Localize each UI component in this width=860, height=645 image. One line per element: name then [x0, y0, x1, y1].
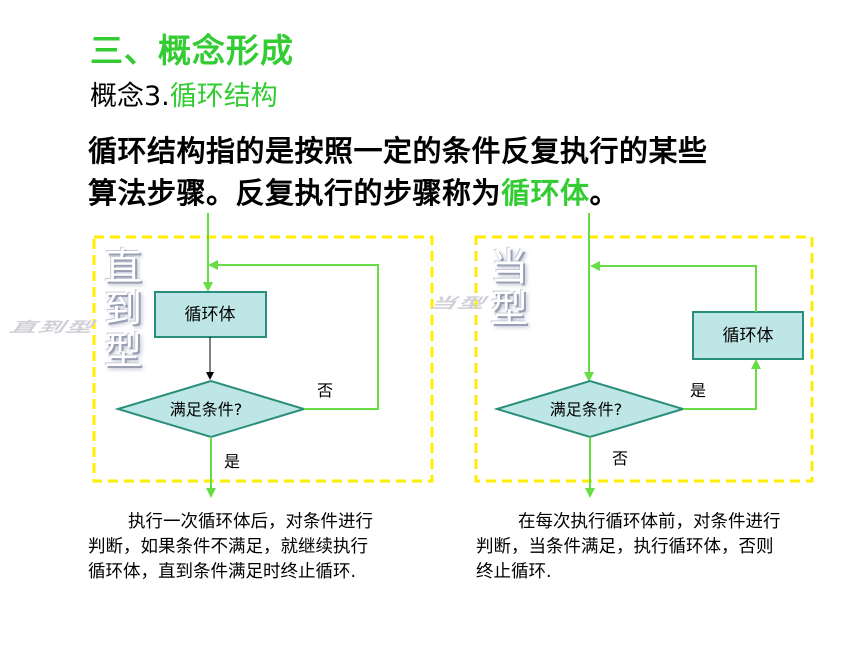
until-yes-label: 是 [224, 452, 240, 471]
intro-line-2-prefix: 算法步骤。反复执行的步骤称为 [88, 176, 502, 210]
concept-name: 循环结构 [169, 81, 278, 112]
while-no-label: 否 [612, 449, 628, 468]
intro-line-1: 循环结构指的是按照一定的条件反复执行的某些 [88, 134, 708, 168]
section-title: 三、概念形成 [90, 31, 294, 70]
while-loop-diagram: 满足条件? 是 循环体 否 [474, 213, 814, 498]
while-type-label: 当 型 [490, 245, 529, 331]
while-loop-body-box [692, 311, 804, 360]
while-description: 在每次执行循环体前，对条件进行 判断，当条件满足，执行循环体，否则 终止循环. [476, 512, 781, 582]
until-loop-body-label: 循环体 [185, 305, 236, 325]
until-condition-label: 满足条件? [170, 400, 243, 419]
while-yes-label: 是 [690, 381, 706, 400]
concept-heading: 概念3.循环结构 [90, 74, 278, 113]
while-condition-label: 满足条件? [550, 400, 623, 419]
until-type-label: 直 到 型 [104, 245, 143, 373]
while-loop-border [474, 235, 814, 483]
intro-highlight: 循环体 [501, 176, 590, 210]
intro-line-2-suffix: 。 [589, 176, 620, 210]
concept-prefix: 概念3. [90, 81, 170, 112]
while-loop-back-arrow [590, 261, 757, 312]
until-loop-border [92, 235, 434, 483]
until-description: 执行一次循环体后，对条件进行 判断，如果条件不满足，就继续执行 循环体，直到条件… [88, 512, 373, 582]
until-type-label-shadow: 直到型 [6, 319, 102, 336]
while-yes-arrow [683, 359, 761, 410]
until-no-label: 否 [317, 381, 333, 400]
intro-line-2: 算法步骤。反复执行的步骤称为循环体。 [88, 172, 828, 214]
until-no-loop-arrow [208, 260, 379, 410]
intro-paragraph: 循环结构指的是按照一定的条件反复执行的某些 算法步骤。反复执行的步骤称为循环体。 [88, 130, 828, 214]
until-loop-body-box [154, 291, 267, 338]
until-loop-diagram: 循环体 满足条件? 否 是 [92, 213, 434, 498]
while-loop-body-label: 循环体 [723, 326, 774, 346]
